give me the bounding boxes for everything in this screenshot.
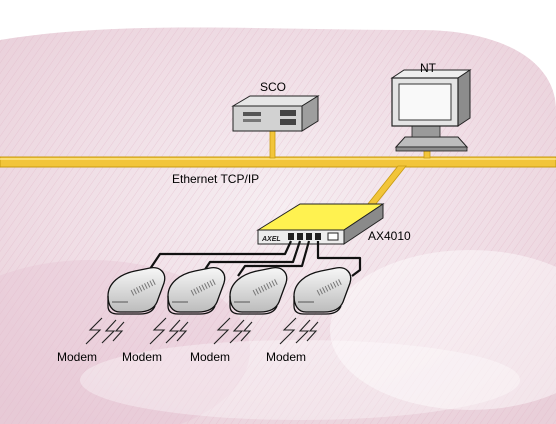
sco-drop <box>269 129 276 159</box>
ethernet-label: Ethernet TCP/IP <box>172 172 259 186</box>
modem-label: Modem <box>190 350 230 364</box>
sco-label: SCO <box>260 80 286 94</box>
modem-icon <box>293 267 352 315</box>
modem-icon <box>167 267 226 315</box>
modem-label: Modem <box>266 350 306 364</box>
nt-workstation-icon <box>390 69 472 152</box>
lightning-icon <box>149 317 189 345</box>
sco-server-icon <box>231 95 320 132</box>
nt-label: NT <box>420 61 437 75</box>
modem-icon <box>229 267 288 315</box>
lightning-icon <box>279 317 319 345</box>
lightning-icon <box>213 317 253 345</box>
ethernet-bus <box>0 156 556 168</box>
router-brand-label: AXEL <box>261 236 281 243</box>
ax4010-router-icon <box>256 203 385 245</box>
lightning-icon <box>85 317 125 345</box>
modem-label: Modem <box>57 350 97 364</box>
ax4010-label: AX4010 <box>368 229 411 243</box>
modem-label: Modem <box>122 350 162 364</box>
modem-icon <box>107 267 166 315</box>
modem-cables <box>147 240 362 277</box>
